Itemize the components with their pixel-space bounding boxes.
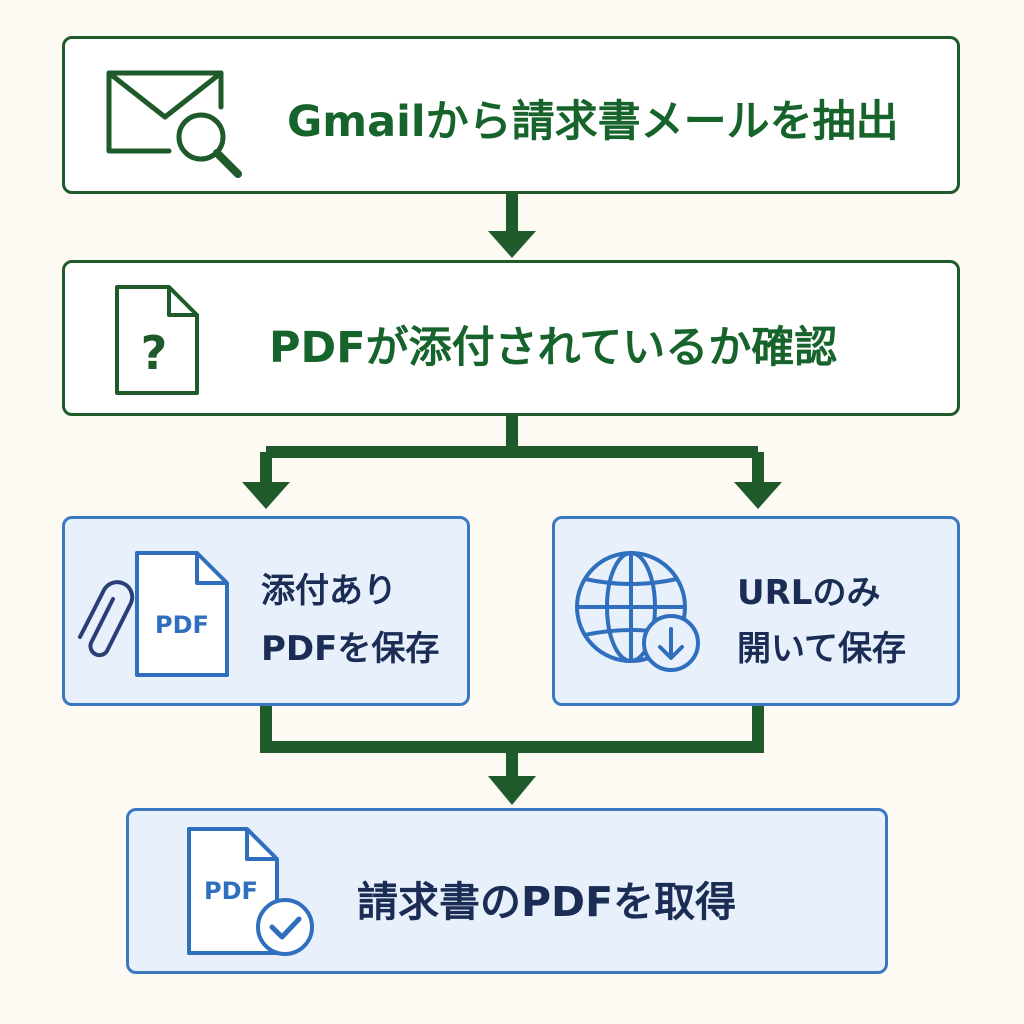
step-check-attachment: ? PDFが添付されているか確認 xyxy=(62,260,960,416)
mail-search-icon xyxy=(106,70,242,178)
arrow-merge xyxy=(260,706,764,780)
pdf-icon-text: PDF xyxy=(155,611,209,639)
result-label: 請求書のPDFを取得 xyxy=(357,878,737,926)
paperclip-pdf-icon: PDF xyxy=(78,551,229,677)
branch-left-line2: PDFを保存 xyxy=(261,629,440,669)
question-mark: ? xyxy=(141,326,168,380)
step1-label: Gmailから請求書メールを抽出 xyxy=(287,97,899,147)
pdf-check-icon-text: PDF xyxy=(204,877,258,905)
branch-url-only: URLのみ 開いて保存 xyxy=(552,516,960,706)
step2-label: PDFが添付されているか確認 xyxy=(269,323,838,373)
pdf-check-icon: PDF xyxy=(187,827,314,956)
document-question-icon: ? xyxy=(115,285,199,395)
arrow-split xyxy=(260,414,764,486)
arrowhead-left-branch xyxy=(242,482,290,509)
check-mark xyxy=(269,916,302,940)
step-extract-email: Gmailから請求書メールを抽出 xyxy=(62,36,960,194)
arrowhead-right-branch xyxy=(734,482,782,509)
branch-right-line1: URLのみ xyxy=(737,573,881,613)
result-get-invoice-pdf: PDF 請求書のPDFを取得 xyxy=(126,808,888,974)
branch-attached-pdf: PDF 添付あり PDFを保存 xyxy=(62,516,470,706)
branch-left-line1: 添付あり xyxy=(261,571,397,611)
arrowhead-result xyxy=(488,776,536,805)
paperclip-icon xyxy=(78,580,135,658)
arrowhead-step2 xyxy=(488,231,536,258)
branch-right-line2: 開いて保存 xyxy=(737,629,906,669)
globe-download-icon xyxy=(575,551,700,672)
